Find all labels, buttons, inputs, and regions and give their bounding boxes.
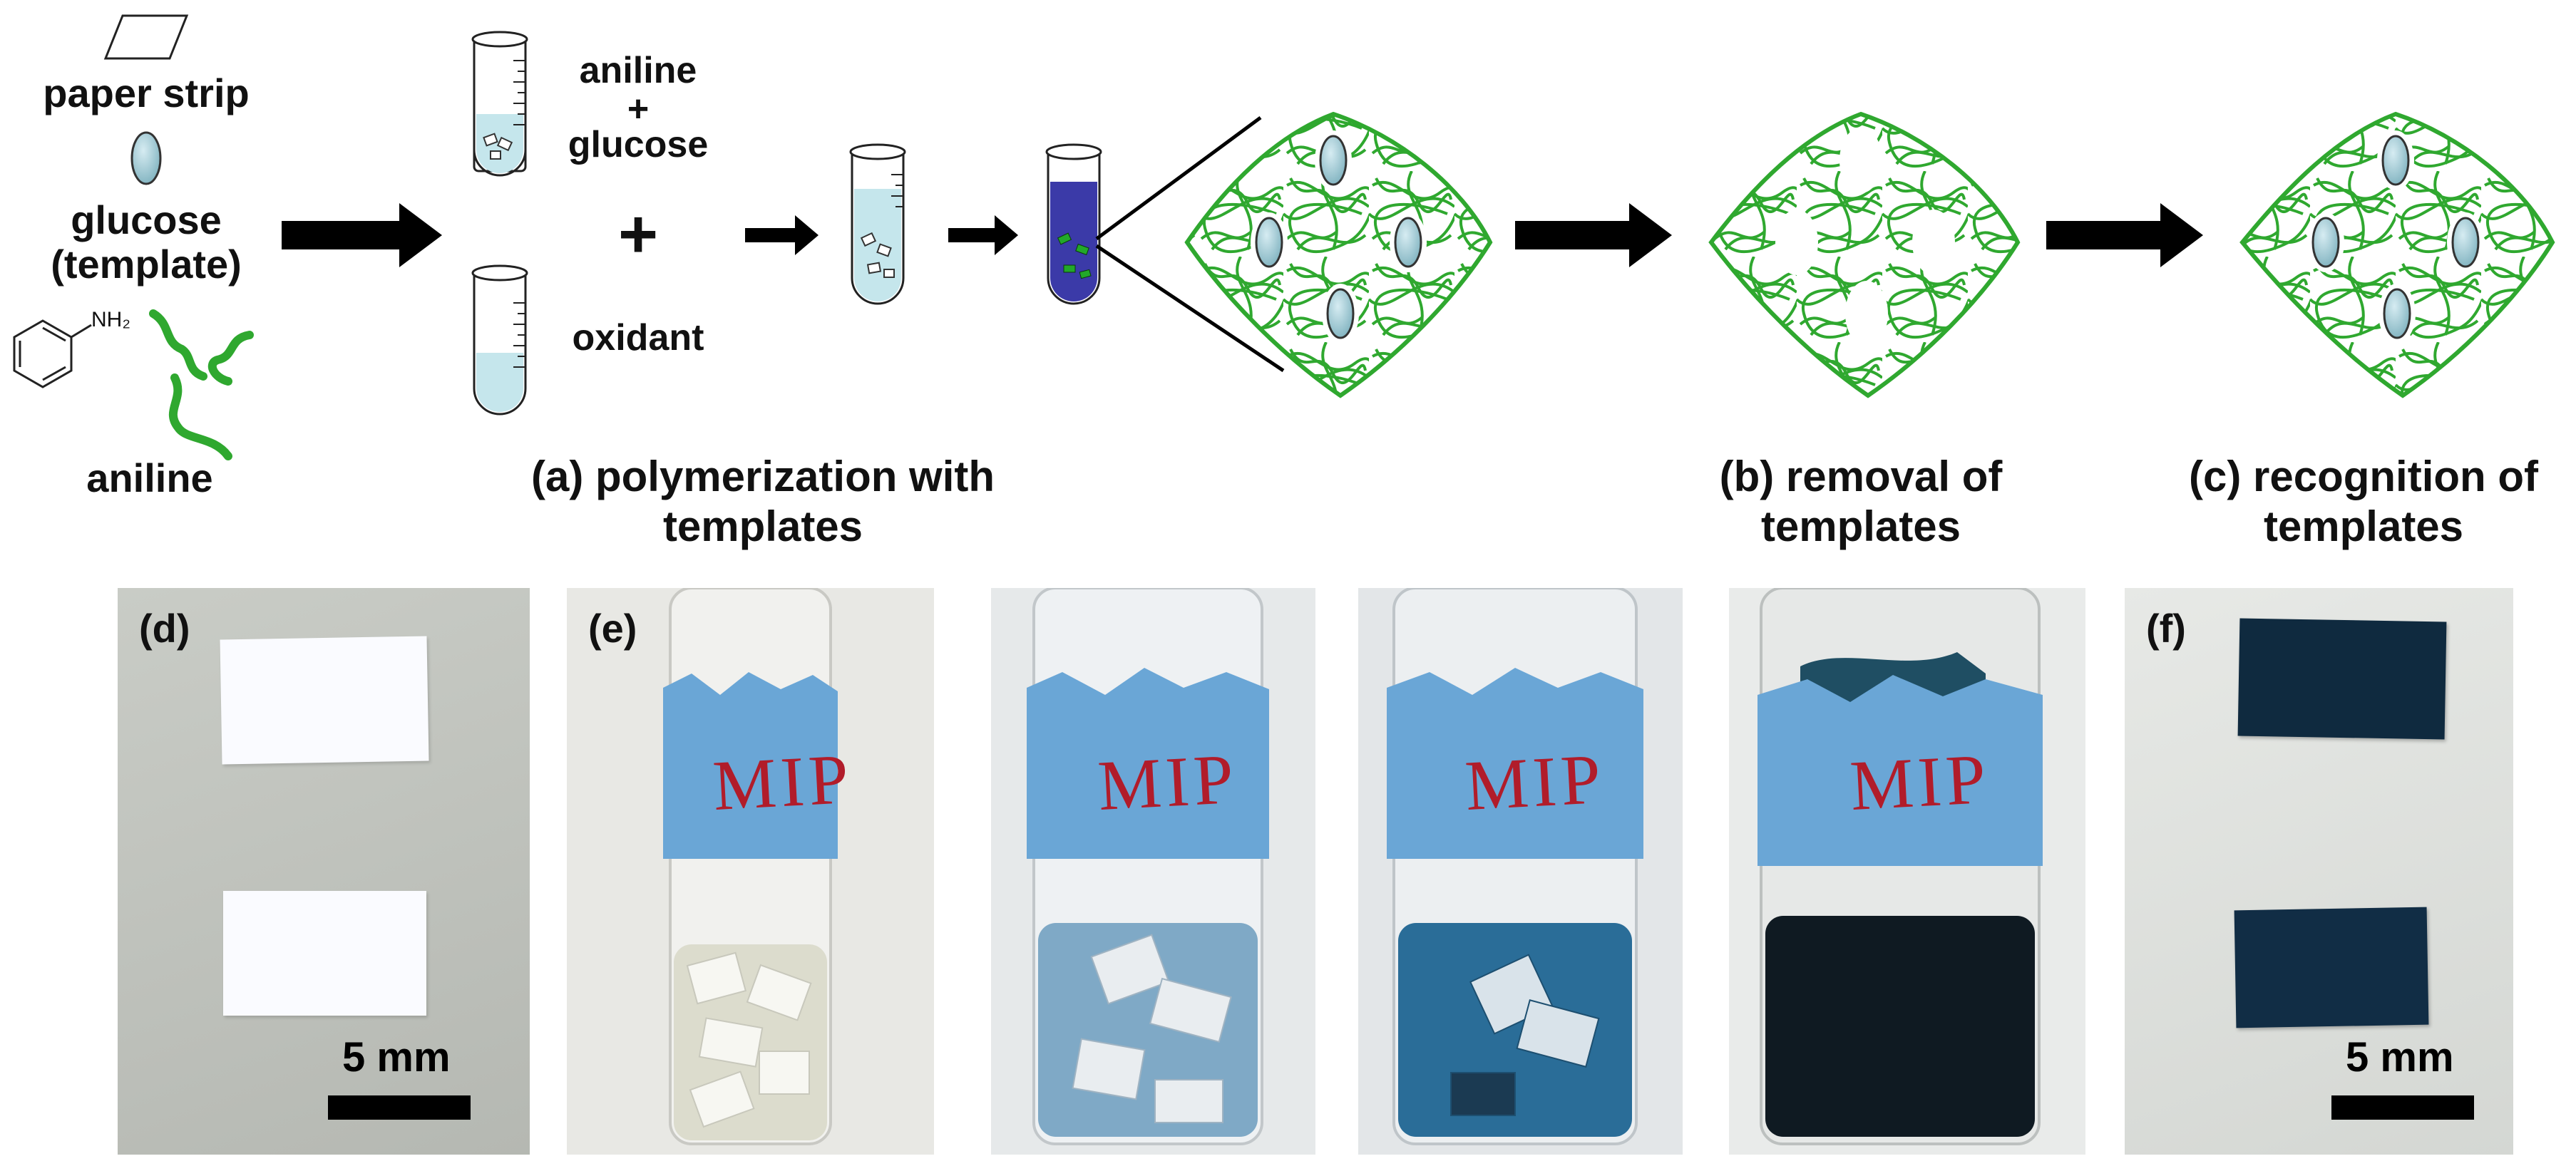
polymer-network-cavities <box>1708 111 2021 398</box>
arrow-right-icon <box>282 203 442 267</box>
step-a-caption-line2: templates <box>662 502 863 550</box>
arrow-right-icon <box>1515 203 1672 267</box>
nh2-label: NH₂ <box>91 308 130 331</box>
arrow-right-icon <box>745 215 819 255</box>
polymer-network-recognition <box>2239 111 2555 398</box>
arrow-right-icon <box>948 215 1018 255</box>
pani-strip <box>2237 618 2447 740</box>
polymer-network-with-templates <box>1184 111 1493 398</box>
scale-label-f: 5 mm <box>2346 1034 2454 1080</box>
test-tube-aniline-glucose-icon <box>471 31 528 177</box>
aniline-structure-icon <box>13 319 92 388</box>
vial-label: MIP <box>711 738 855 826</box>
step-c-caption-line1: (c) recognition of <box>2189 453 2538 500</box>
step-b-caption-line1: (b) removal of <box>1719 453 2003 500</box>
glucose-top-label: glucose <box>568 124 709 165</box>
zoom-line <box>1095 244 1285 373</box>
paper-strip-icon <box>103 14 189 60</box>
paper-strip <box>223 891 426 1016</box>
photo-vial-4: MIP <box>1729 588 2085 1155</box>
step-c-caption-line2: templates <box>2263 502 2464 550</box>
scale-bar-f <box>2331 1095 2474 1120</box>
scale-label-d: 5 mm <box>342 1034 451 1080</box>
zoom-line <box>1095 115 1262 241</box>
photo-f-modified-strips: (f) 5 mm <box>2125 588 2513 1155</box>
template-label: (template) <box>51 242 242 287</box>
polyaniline-chain-icon <box>149 309 254 460</box>
aniline-label: aniline <box>86 455 213 500</box>
vial-label: MIP <box>1096 738 1240 826</box>
arrow-right-icon <box>2046 203 2203 267</box>
pani-strip <box>2234 907 2429 1028</box>
test-tube-polymerized-icon <box>1045 143 1102 305</box>
photo-d-paper-strips: (d) 5 mm <box>118 588 530 1155</box>
step-a-caption-line1: (a) polymerization with <box>530 453 995 500</box>
glucose-label: glucose <box>71 197 222 242</box>
photo-vial-2: MIP <box>991 588 1315 1155</box>
step-b-caption-line2: templates <box>1760 502 1961 550</box>
test-tube-mixture-icon <box>849 143 906 305</box>
plus-big-label: + <box>617 196 659 272</box>
test-tube-oxidant-icon <box>471 264 528 416</box>
schematic-diagram <box>13 14 2555 460</box>
vial-label: MIP <box>1463 738 1607 826</box>
aniline-top-label: aniline <box>579 50 697 91</box>
scale-bar-d <box>328 1095 471 1120</box>
panel-tag-e: (e) <box>588 606 637 651</box>
photo-vial-3: MIP <box>1358 588 1683 1155</box>
plus-small-label: + <box>627 88 650 130</box>
glucose-icon <box>130 131 162 185</box>
panel-tag-f: (f) <box>2146 606 2186 651</box>
vial-label: MIP <box>1848 738 1992 826</box>
photo-vial-1: (e) MIP <box>567 588 934 1155</box>
paper-strip-label: paper strip <box>43 71 250 115</box>
paper-strip <box>220 636 429 765</box>
oxidant-label: oxidant <box>572 317 704 358</box>
panel-tag-d: (d) <box>139 606 190 651</box>
